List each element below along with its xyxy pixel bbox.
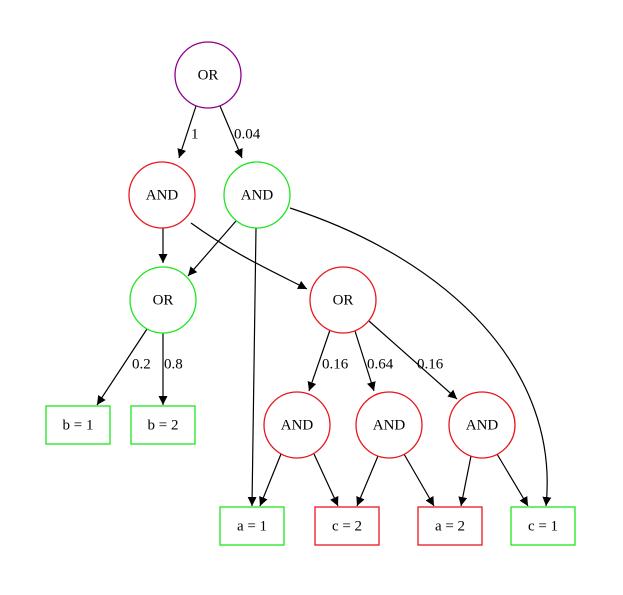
leaf-node-b1: b = 1 bbox=[45, 405, 111, 445]
edge-label: 0.16 bbox=[322, 356, 349, 372]
edge-label: 0.64 bbox=[367, 356, 394, 372]
edge-or-mid-right-to-and-c1 bbox=[307, 329, 331, 392]
edge-labels-layer: 1 0.04 0.2 0.8 0.16 0.64 0.16 bbox=[132, 126, 444, 372]
leaf-node-c2: c = 2 bbox=[314, 506, 380, 546]
edge-and-c3-to-a2 bbox=[458, 455, 472, 507]
edge-label: 0.8 bbox=[164, 356, 183, 372]
edge-or-mid-left-to-b1 bbox=[96, 328, 148, 406]
node-box bbox=[45, 405, 111, 445]
node-box bbox=[510, 506, 576, 546]
edge-label: 1 bbox=[191, 126, 199, 142]
node-label: AND bbox=[281, 417, 314, 433]
node-label: OR bbox=[153, 292, 174, 308]
edge-label: 0.04 bbox=[234, 126, 261, 142]
edge-and-c1-to-c2 bbox=[313, 453, 339, 507]
edge-and-right-to-a1 bbox=[247, 227, 257, 507]
edge-label: 0.16 bbox=[417, 356, 444, 372]
node-circle bbox=[355, 391, 423, 459]
gate-node-and-c2: AND bbox=[355, 391, 423, 459]
leaf-node-a2: a = 2 bbox=[417, 506, 483, 546]
edge-or-root-to-and-left bbox=[177, 105, 197, 159]
edge-and-right-to-c1 bbox=[289, 207, 552, 507]
node-box bbox=[130, 405, 196, 445]
edge-and-left-to-or-mid-right bbox=[190, 222, 308, 290]
node-label: b = 2 bbox=[148, 417, 179, 433]
leaf-node-c1: c = 1 bbox=[510, 506, 576, 546]
node-label: OR bbox=[333, 292, 354, 308]
edge-or-mid-right-to-and-c2 bbox=[354, 330, 376, 392]
node-label: b = 1 bbox=[63, 417, 94, 433]
edge-or-root-to-and-right bbox=[219, 105, 243, 159]
gate-node-or-root: OR bbox=[174, 41, 242, 109]
node-label: AND bbox=[466, 417, 499, 433]
edge-and-right-to-or-mid-left bbox=[187, 220, 237, 277]
node-circle bbox=[129, 266, 197, 334]
gate-node-and-left: AND bbox=[128, 161, 196, 229]
node-circle bbox=[309, 266, 377, 334]
leaf-node-a1: a = 1 bbox=[219, 506, 285, 546]
node-circle bbox=[263, 391, 331, 459]
node-circle bbox=[128, 161, 196, 229]
gate-node-and-right: AND bbox=[223, 161, 291, 229]
gate-node-or-mid-right: OR bbox=[309, 266, 377, 334]
node-label: a = 2 bbox=[435, 518, 465, 534]
gate-node-and-c1: AND bbox=[263, 391, 331, 459]
node-circle bbox=[223, 161, 291, 229]
node-circle bbox=[448, 391, 516, 459]
node-box bbox=[314, 506, 380, 546]
node-label: AND bbox=[373, 417, 406, 433]
edge-or-mid-right-to-and-c3 bbox=[368, 320, 458, 400]
node-label: AND bbox=[241, 187, 274, 203]
node-label: AND bbox=[146, 187, 179, 203]
edge-and-c2-to-a2 bbox=[403, 453, 435, 507]
gate-node-and-c3: AND bbox=[448, 391, 516, 459]
node-circle bbox=[174, 41, 242, 109]
edge-label: 0.2 bbox=[132, 356, 151, 372]
node-box bbox=[219, 506, 285, 546]
edge-and-c2-to-c2 bbox=[356, 455, 379, 507]
node-box bbox=[417, 506, 483, 546]
edges-layer bbox=[96, 105, 552, 507]
leaf-node-b2: b = 2 bbox=[130, 405, 196, 445]
edge-and-c1-to-a1 bbox=[259, 453, 282, 507]
node-label: c = 1 bbox=[528, 518, 558, 534]
edge-and-c3-to-c1 bbox=[496, 453, 529, 507]
gate-node-or-mid-left: OR bbox=[129, 266, 197, 334]
node-label: c = 2 bbox=[332, 518, 362, 534]
node-label: OR bbox=[198, 67, 219, 83]
node-label: a = 1 bbox=[237, 518, 267, 534]
nodes-layer: OR AND AND OR OR b = 1 b = 2 AND AND AND a = 1 c = … bbox=[45, 41, 576, 546]
